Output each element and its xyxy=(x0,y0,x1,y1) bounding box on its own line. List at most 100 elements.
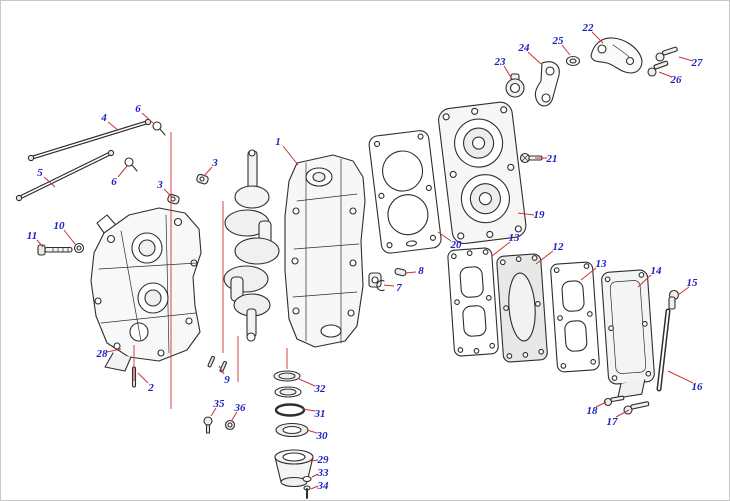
part-cylinder-head xyxy=(438,101,527,245)
part-retainer-3b xyxy=(167,193,180,205)
part-bolt-27 xyxy=(655,46,678,62)
leader-line xyxy=(106,348,122,353)
part-clip-6b xyxy=(124,157,138,172)
part-bracket-stay-24 xyxy=(534,61,560,107)
leader-line xyxy=(298,378,316,387)
leader-line xyxy=(310,485,319,490)
callout-number: 25 xyxy=(552,35,565,47)
callout-number: 35 xyxy=(213,398,226,410)
leader-line xyxy=(517,212,535,216)
part-dowel-pin-8 xyxy=(394,267,407,277)
leader-line xyxy=(580,267,597,281)
callout-number: 17 xyxy=(607,416,619,428)
callout-number: 15 xyxy=(687,277,699,289)
leader-line xyxy=(141,112,154,124)
part-plug-23 xyxy=(505,73,525,98)
callout-number: 3 xyxy=(156,179,163,191)
part-water-tube-16 xyxy=(656,308,671,392)
callout-number: 34 xyxy=(317,480,330,492)
leader-line xyxy=(311,473,319,478)
part-o-ring-31 xyxy=(274,403,306,417)
part-washer-10 xyxy=(73,242,85,254)
leader-line xyxy=(615,409,630,418)
leader-line xyxy=(107,121,119,131)
part-exhaust-gasket-outer-13 xyxy=(550,261,600,373)
callout-number: 8 xyxy=(418,265,424,277)
callout-number: 2 xyxy=(147,382,154,394)
callout-number: 9 xyxy=(224,374,230,386)
callout-number: 11 xyxy=(27,230,37,242)
part-pivot-shaft-upper xyxy=(27,118,152,162)
callout-number: 20 xyxy=(450,239,463,251)
callout-number: 22 xyxy=(582,22,595,34)
part-cylinder-block xyxy=(284,154,366,348)
part-bolt-11 xyxy=(37,244,73,256)
leader-line xyxy=(491,241,511,257)
callout-number: 24 xyxy=(518,42,531,54)
part-circlip-7 xyxy=(368,272,385,292)
part-head-gasket xyxy=(368,130,442,254)
callout-number: 1 xyxy=(275,136,281,148)
callout-labels: 1233456678910111213131415161718192021222… xyxy=(27,22,703,492)
callout-number: 13 xyxy=(596,258,608,270)
leader-line xyxy=(231,411,238,421)
leader-line xyxy=(218,365,225,375)
leader-line xyxy=(210,407,217,417)
part-screw-34 xyxy=(303,485,311,499)
callout-number: 5 xyxy=(37,167,43,179)
leader-line xyxy=(43,176,56,188)
callout-number: 6 xyxy=(111,176,117,188)
leader-lines xyxy=(36,31,694,490)
leader-line xyxy=(503,65,513,80)
callout-number: 7 xyxy=(396,282,402,294)
leader-line xyxy=(63,229,76,245)
alignment-lines xyxy=(133,132,288,409)
part-bolt-26 xyxy=(647,60,669,77)
part-anode-bracket-22 xyxy=(590,37,643,74)
callout-number: 31 xyxy=(314,408,326,420)
callout-number: 30 xyxy=(316,430,329,442)
callout-number: 6 xyxy=(135,103,141,115)
part-washer-25 xyxy=(565,55,581,67)
callout-number: 29 xyxy=(317,454,330,466)
part-washer-set-32 xyxy=(273,370,302,398)
leader-line xyxy=(437,231,452,242)
part-washer-33 xyxy=(302,475,312,483)
part-screw-36 xyxy=(224,419,236,431)
callout-number: 12 xyxy=(553,241,565,253)
callout-number: 4 xyxy=(100,112,107,124)
callout-number: 32 xyxy=(314,383,327,395)
callout-number: 27 xyxy=(691,57,704,69)
part-clip-6a xyxy=(152,121,166,136)
leader-line xyxy=(637,274,652,288)
part-oil-seal-30 xyxy=(275,422,309,438)
callout-number: 3 xyxy=(211,157,218,169)
callout-number: 28 xyxy=(96,348,109,360)
part-bolt-21 xyxy=(519,152,543,164)
part-exhaust-cover-inner-12 xyxy=(496,253,548,363)
callout-number: 19 xyxy=(534,209,546,221)
part-retainer-3a xyxy=(196,173,209,185)
part-elbow-fitting-15 xyxy=(668,289,680,310)
leader-line xyxy=(527,51,542,65)
leader-line xyxy=(117,165,128,178)
leader-line xyxy=(658,71,673,78)
leader-line xyxy=(404,271,417,274)
callout-number: 26 xyxy=(670,74,683,86)
part-crankcase-half xyxy=(90,207,202,372)
leader-line xyxy=(535,250,554,265)
leader-line xyxy=(163,188,173,198)
leader-line xyxy=(677,286,690,296)
part-bolts-9 xyxy=(207,355,227,373)
callout-number: 33 xyxy=(317,467,330,479)
leader-line xyxy=(383,284,395,287)
callout-number: 23 xyxy=(494,56,507,68)
callout-number: 18 xyxy=(587,405,599,417)
callout-number: 10 xyxy=(54,220,66,232)
leader-line xyxy=(561,44,571,56)
leader-line xyxy=(302,408,316,412)
part-pivot-shaft-lower xyxy=(15,149,115,202)
leader-line xyxy=(310,459,319,462)
